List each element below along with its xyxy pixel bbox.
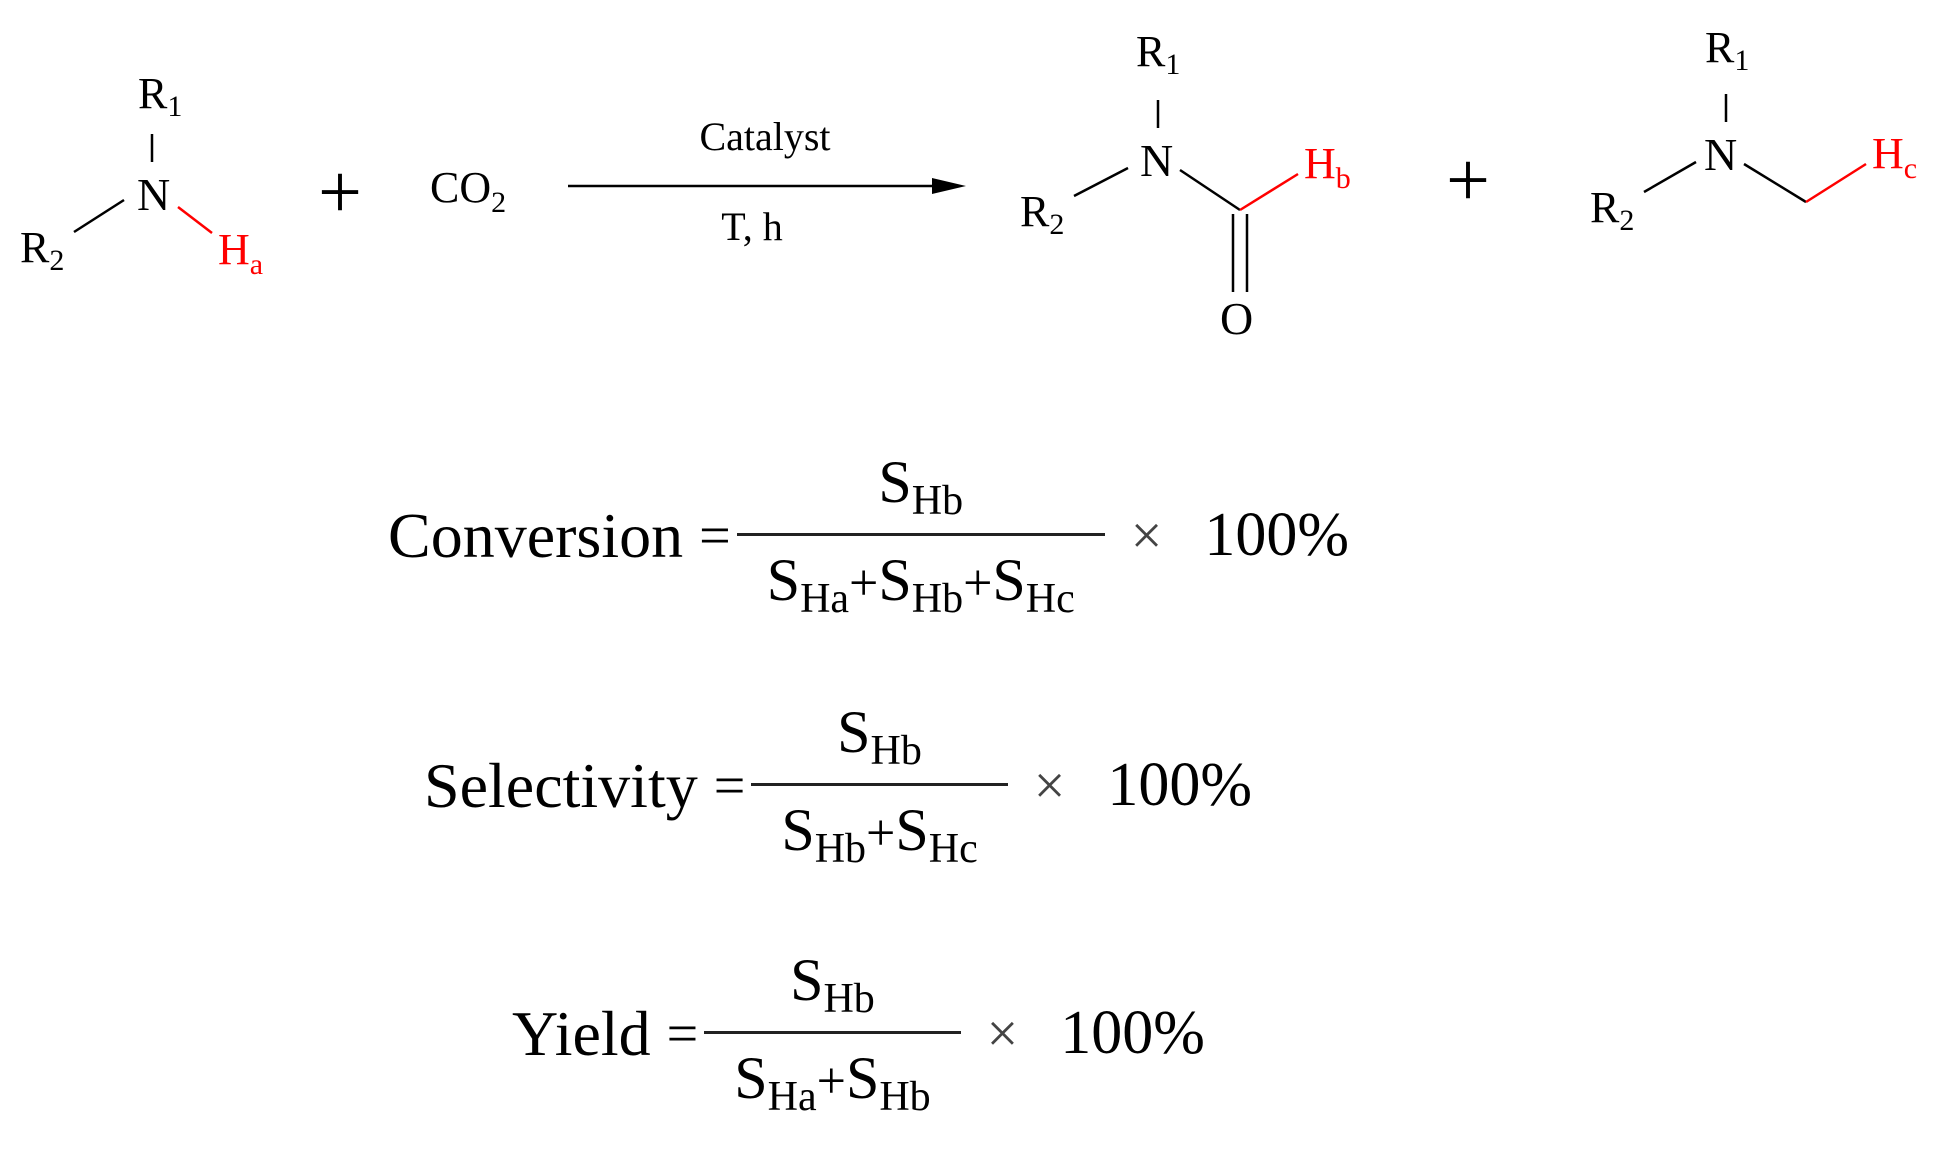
- conversion-label: Conversion: [388, 499, 684, 571]
- formamide-hydrogen-b: Hb: [1304, 139, 1351, 195]
- selectivity-equals: =: [713, 754, 746, 817]
- plus-operator: +: [963, 555, 993, 613]
- plus-operator: +: [849, 555, 879, 613]
- yield-fraction: SHb SHa+SHb: [704, 946, 961, 1122]
- formamide-bond-n-r2: [1073, 166, 1129, 198]
- signal-symbol: S: [878, 547, 912, 614]
- signal-term: SHb: [878, 547, 963, 622]
- signal-symbol: S: [766, 547, 801, 614]
- selectivity-times-sign: ×: [1033, 754, 1066, 817]
- methylamine-bond-c-h: [1805, 162, 1867, 204]
- formamide-oxygen: O: [1220, 293, 1253, 344]
- methylamine-bond-n-c: [1743, 162, 1807, 204]
- formamide-bond-c-h: [1239, 172, 1299, 212]
- signal-subscript: Hb: [823, 976, 875, 1022]
- methylamine-r2: R2: [1590, 183, 1634, 237]
- signal-subscript: Hb: [814, 826, 867, 873]
- signal-symbol: S: [837, 699, 871, 765]
- formamide-nitrogen: N: [1140, 135, 1173, 186]
- signal-symbol: S: [734, 1045, 768, 1112]
- plus-operator: +: [816, 1053, 846, 1111]
- signal-symbol: S: [992, 547, 1026, 614]
- reactant-nitrogen: N: [137, 169, 170, 220]
- product-methylamine: R1 N R2 Hc: [1590, 23, 1917, 237]
- signal-term: SHb: [878, 449, 963, 524]
- reactant-r1: R1: [138, 69, 182, 123]
- selectivity-fraction: SHb SHb+SHc: [751, 698, 1008, 874]
- signal-term: SHa: [734, 1045, 816, 1120]
- signal-symbol: S: [790, 947, 824, 1013]
- conversion-percent: 100%: [1204, 501, 1350, 570]
- selectivity-fraction-bar: [751, 783, 1008, 787]
- arrow-label-conditions: T, h: [721, 204, 782, 249]
- selectivity-denominator: SHb+SHc: [751, 796, 1007, 873]
- conversion-fraction: SHb SHa+SHb+SHc: [736, 448, 1105, 624]
- signal-symbol: S: [895, 797, 929, 864]
- signal-term: SHb: [837, 699, 922, 774]
- formamide-r2: R2: [1020, 187, 1064, 241]
- signal-subscript: Hb: [870, 728, 922, 774]
- signal-term: SHc: [895, 797, 977, 872]
- yield-label: Yield: [512, 997, 651, 1069]
- yield-times-sign: ×: [986, 1002, 1019, 1065]
- yield-percent: 100%: [1060, 999, 1205, 1068]
- conversion-fraction-bar: [736, 533, 1105, 537]
- yield-denominator: SHa+SHb: [704, 1044, 960, 1121]
- yield-equals: =: [666, 1002, 699, 1065]
- reactant-hydrogen-a: Ha: [218, 225, 263, 281]
- signal-term: SHb: [781, 797, 866, 872]
- arrow-label-catalyst: Catalyst: [699, 114, 830, 159]
- plus-operator: +: [866, 805, 896, 863]
- arrow-head: [932, 178, 966, 194]
- conversion-equals: =: [699, 504, 731, 567]
- signal-term: SHc: [992, 547, 1074, 622]
- reactant-amine: R1 N R2 Ha: [20, 69, 263, 281]
- methylamine-bond-n-r2: [1643, 160, 1697, 194]
- signal-term: SHa: [766, 547, 849, 622]
- yield-numerator: SHb: [760, 946, 905, 1023]
- reactant-bond-n-h: [177, 206, 213, 234]
- methylamine-r1: R1: [1705, 23, 1749, 77]
- product-formamide: R1 N R2 Hb O: [1020, 27, 1351, 344]
- yield-fraction-bar: [704, 1031, 961, 1035]
- selectivity-equation: Selectivity = SHb SHb+SHc × 100%: [424, 698, 1252, 874]
- selectivity-percent: 100%: [1107, 751, 1252, 820]
- signal-subscript: Hc: [1025, 576, 1075, 623]
- methylamine-hydrogen-c: Hc: [1872, 129, 1917, 185]
- signal-subscript: Ha: [767, 1074, 817, 1121]
- signal-symbol: S: [845, 1045, 880, 1112]
- plus-sign-2: +: [1446, 136, 1490, 223]
- signal-symbol: S: [878, 449, 912, 515]
- formamide-bond-n-c: [1179, 168, 1241, 212]
- reactant-bond-n-r2: [73, 198, 125, 234]
- yield-equation: Yield = SHb SHa+SHb × 100%: [512, 946, 1205, 1122]
- signal-term: SHb: [790, 947, 875, 1022]
- conversion-denominator: SHa+SHb+SHc: [737, 546, 1105, 623]
- reactant-r2: R2: [20, 223, 64, 277]
- reaction-arrow: Catalyst T, h: [568, 114, 966, 249]
- plus-sign-1: +: [318, 148, 362, 235]
- signal-subscript: Hc: [928, 826, 978, 873]
- signal-subscript: Hb: [879, 1074, 931, 1121]
- methylamine-nitrogen: N: [1704, 129, 1737, 180]
- reaction-scheme: R1 N R2 Ha + CO2 Catalyst T, h R1 N R2 H…: [20, 23, 1917, 344]
- selectivity-numerator: SHb: [807, 698, 952, 775]
- conversion-equation: Conversion = SHb SHa+SHb+SHc × 100%: [388, 448, 1349, 624]
- conversion-times-sign: ×: [1130, 504, 1163, 567]
- signal-term: SHb: [845, 1045, 931, 1120]
- signal-subscript: Hb: [911, 478, 964, 524]
- signal-subscript: Hb: [911, 576, 964, 623]
- formamide-r1: R1: [1136, 27, 1180, 81]
- selectivity-label: Selectivity: [424, 749, 698, 821]
- signal-symbol: S: [781, 797, 815, 864]
- co2-formula: CO2: [430, 163, 506, 219]
- signal-subscript: Ha: [800, 576, 850, 623]
- conversion-numerator: SHb: [848, 448, 993, 525]
